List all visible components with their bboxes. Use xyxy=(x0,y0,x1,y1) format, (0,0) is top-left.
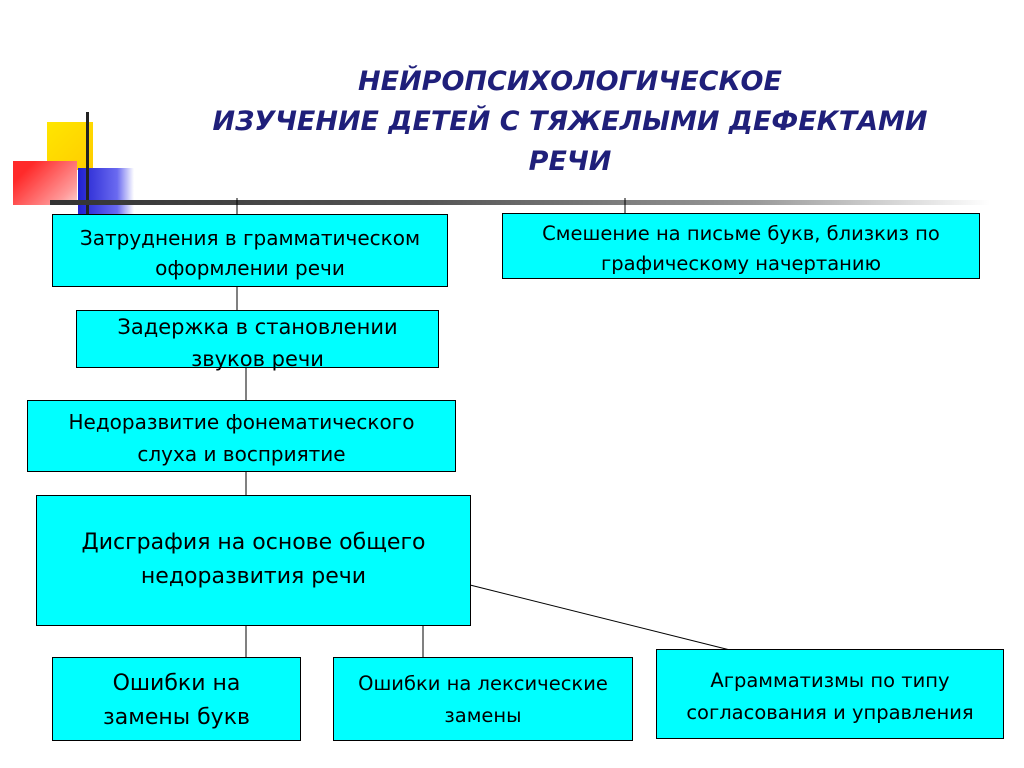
box-sounds-line-1: Задержка в становлении xyxy=(117,315,398,339)
box-agrammatism-line-2: согласования и управления xyxy=(686,701,974,724)
box-dysgraphia-line-1: Дисграфия на основе общего xyxy=(81,530,426,555)
box-mixing-line-2: графическому начертанию xyxy=(600,252,882,275)
box-phonemic-underdevelopment: Недоразвитие фонематического слуха и вос… xyxy=(27,400,456,472)
box-grammar-line-1: Затруднения в грамматическом xyxy=(79,226,421,250)
connector-dysgraphia-agrammatism xyxy=(469,584,731,651)
box-letter-mixing: Смешение на письме букв, близкиз по граф… xyxy=(502,213,980,279)
box-mixing-line-1: Смешение на письме букв, близкиз по xyxy=(542,222,940,245)
decor-vertical-line xyxy=(86,112,89,217)
decor-red-square xyxy=(13,161,77,205)
box-sounds-line-2: звуков речи xyxy=(191,347,324,371)
title-line-2: ИЗУЧЕНИЕ ДЕТЕЙ С ТЯЖЕЛЫМИ ДЕФЕКТАМИ xyxy=(212,106,928,137)
box-letters-line-2: замены букв xyxy=(103,705,250,730)
title-line-1: НЕЙРОПСИХОЛОГИЧЕСКОЕ xyxy=(358,66,782,97)
box-lexical-line-1: Ошибки на лексические xyxy=(358,672,608,695)
title-line-3: РЕЧИ xyxy=(528,146,612,177)
page-title: НЕЙРОПСИХОЛОГИЧЕСКОЕ ИЗУЧЕНИЕ ДЕТЕЙ С ТЯ… xyxy=(120,62,1020,182)
decor-horizontal-line xyxy=(50,200,990,205)
box-dysgraphia: Дисграфия на основе общего недоразвития … xyxy=(36,495,471,626)
box-sound-delay: Задержка в становлении звуков речи xyxy=(76,310,439,371)
box-letters-line-1: Ошибки на xyxy=(112,671,241,696)
box-phonemic-line-1: Недоразвитие фонематического xyxy=(68,410,415,434)
box-lexical-line-2: замены xyxy=(444,704,522,727)
box-grammar-line-2: оформлении речи xyxy=(155,256,345,280)
box-letter-errors: Ошибки на замены букв xyxy=(52,657,301,741)
box-lexical-errors: Ошибки на лексические замены xyxy=(333,657,633,741)
box-agrammatism-line-1: Аграмматизмы по типу xyxy=(710,669,950,692)
box-agrammatisms: Аграмматизмы по типу согласования и упра… xyxy=(656,649,1004,739)
box-dysgraphia-line-2: недоразвития речи xyxy=(140,564,367,589)
box-phonemic-line-2: слуха и восприятие xyxy=(137,442,346,466)
box-grammar-difficulties: Затруднения в грамматическом оформлении … xyxy=(52,214,448,287)
